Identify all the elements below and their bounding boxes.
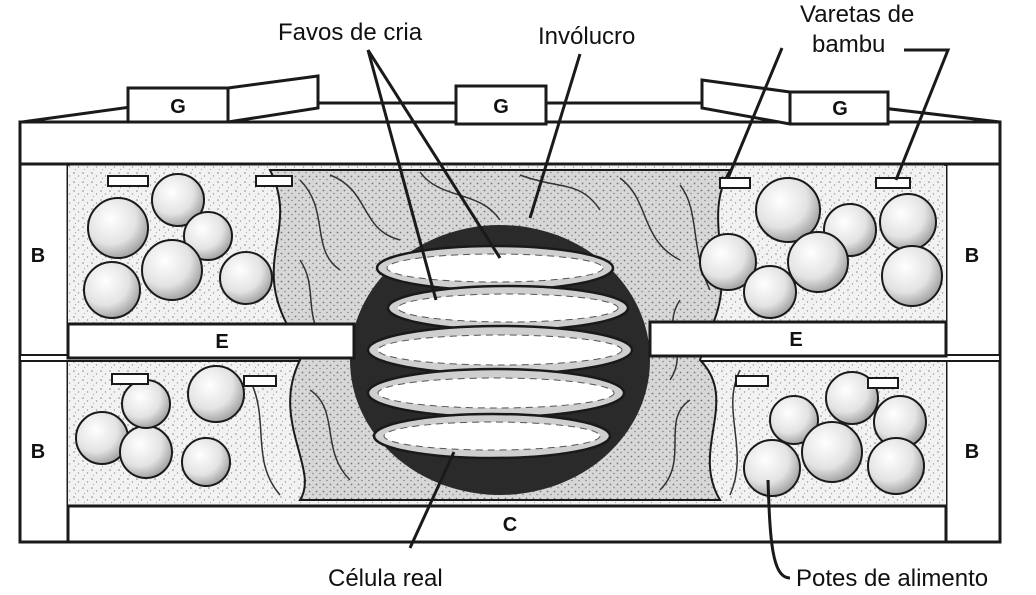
e-support-right: E [650,322,946,356]
g-label-center: G [493,96,509,118]
e-label-left: E [215,331,228,353]
g-label-right: G [832,98,848,120]
b-label-upper-right: B [965,245,979,267]
e-label-right: E [789,329,802,351]
label-involucrum: Invólucro [538,23,635,50]
label-brood-combs: Favos de cria [278,19,423,46]
b-label-lower-left: B [31,441,45,463]
g-block-center: G [456,86,546,124]
label-royal-cell: Célula real [328,565,443,592]
label-bamboo-rods-line1: Varetas de [800,1,914,28]
brood-combs [368,246,632,458]
b-label-lower-right: B [965,441,979,463]
c-label: C [503,514,517,536]
label-bamboo-rods-line2: bambu [812,31,885,58]
b-label-upper-left: B [31,245,45,267]
label-food-pots: Potes de alimento [796,565,988,592]
g-label-left: G [170,96,186,118]
e-support-left: E [68,324,354,358]
